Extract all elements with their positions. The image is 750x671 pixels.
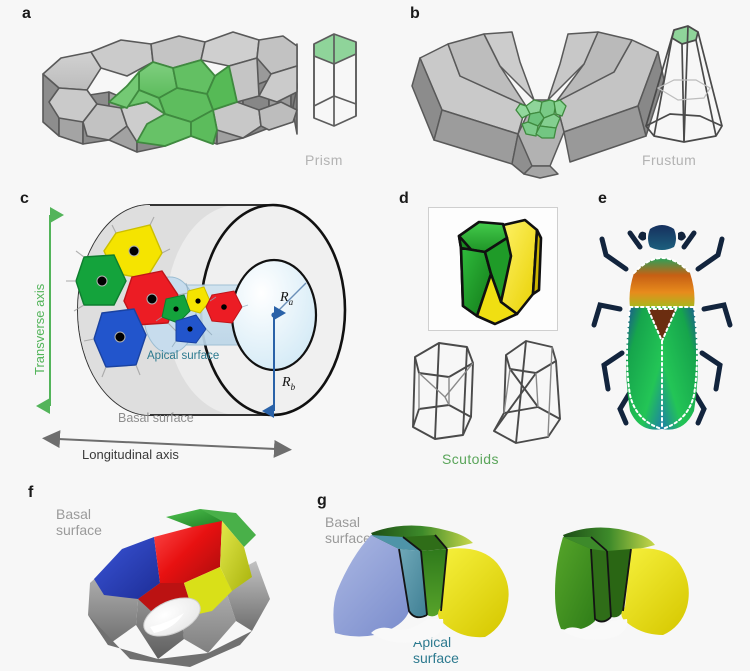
panel-f: f Basal surface (0, 475, 300, 671)
panel-d-scutoid-solid-pair (457, 218, 543, 326)
panel-d: d (385, 185, 585, 475)
panel-a-tissue-illustration (42, 31, 298, 153)
panel-d-scutoid-wireframe-left (412, 342, 474, 440)
panel-f-basal-line1: Basal (56, 506, 92, 522)
panel-f-letter: f (28, 484, 34, 501)
panel-a: a (0, 0, 390, 185)
panel-d-scutoid-frame (428, 207, 558, 331)
panel-g-letter: g (317, 492, 327, 509)
panel-b-frustum-wireframe (645, 25, 723, 143)
panel-b-caption-frustum: Frustum (642, 152, 697, 168)
panel-g-wedge-right (555, 527, 689, 640)
panel-b-tissue-illustration (411, 31, 665, 179)
panel-g-basal-line1: Basal (325, 514, 361, 530)
panel-d-letter: d (399, 190, 409, 207)
panel-c-apical-surface-label: Apical surface (147, 350, 220, 362)
panel-c-basal-surface-label: Basal surface (118, 411, 194, 425)
panel-f-basal-surface-label: Basal surface (56, 506, 102, 538)
panel-b: b (390, 0, 750, 185)
panel-a-prism-wireframe (313, 33, 357, 127)
panel-g-wedge-left (333, 525, 509, 643)
panel-f-basal-line2: surface (56, 521, 102, 538)
panel-c-radius-basal-label: Rb (282, 375, 296, 392)
panel-c-transverse-axis-arrow (36, 207, 64, 414)
panel-e-letter: e (598, 190, 607, 207)
panel-g: g Basal surface Apical surface (295, 475, 750, 671)
panel-g-basal-surface-label: Basal surface (325, 514, 371, 546)
panel-a-letter: a (22, 5, 31, 22)
panel-c-radius-apical-label: Ra (280, 290, 294, 307)
panel-d-caption-scutoids: Scutoids (442, 451, 499, 467)
panel-e: e (580, 185, 750, 475)
panel-c-cylinder-diagram (66, 203, 347, 418)
panel-g-basal-line2: surface (325, 529, 371, 546)
panel-c-transverse-axis-label: Transverse axis (32, 283, 47, 375)
panel-b-letter: b (410, 5, 420, 22)
panel-c-longitudinal-axis-arrow (42, 430, 292, 458)
panel-c: c Transverse axis (0, 185, 390, 475)
panel-g-apical-line2: surface (413, 649, 459, 666)
panel-a-caption-prism: Prism (305, 152, 343, 168)
panel-c-longitudinal-axis-label: Longitudinal axis (82, 447, 179, 462)
panel-e-beetle-photo (591, 225, 733, 430)
panel-c-letter: c (20, 190, 29, 207)
panel-d-scutoid-wireframe-right (493, 340, 561, 444)
panel-f-tube-render (88, 509, 270, 667)
